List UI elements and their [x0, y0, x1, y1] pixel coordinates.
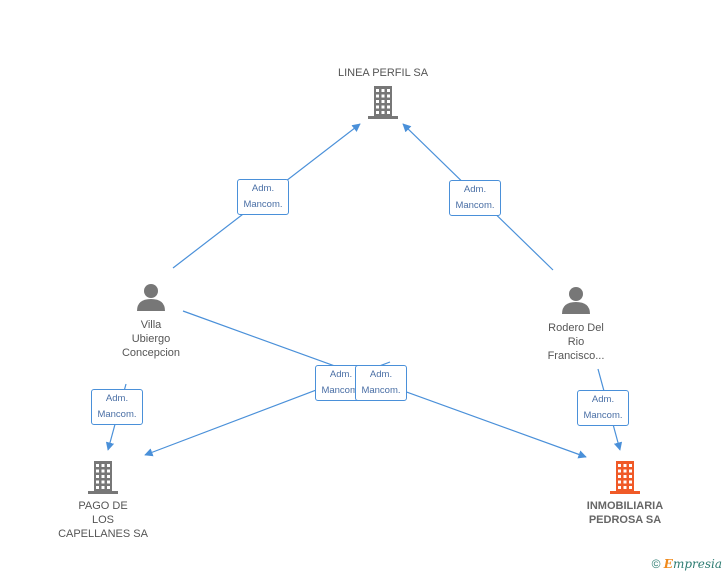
edge-label-rodero-inmobiliaria[interactable]: Adm. Mancom. — [577, 390, 629, 426]
node-label-line: LINEA PERFIL SA — [337, 67, 429, 79]
edge-label-line: Mancom. — [583, 410, 623, 421]
node-label-line: PAGO DE — [78, 500, 128, 512]
edge-label-line: Adm. — [329, 369, 353, 380]
footer-brand: © Empresia — [652, 557, 722, 571]
building-icon[interactable] — [610, 461, 640, 494]
edge-label-villa-pago[interactable]: Adm. Mancom. — [91, 389, 143, 425]
person-icon[interactable] — [562, 287, 590, 314]
building-icon[interactable] — [368, 86, 398, 119]
edge-label-villa-linea[interactable]: Adm. Mancom. — [237, 179, 289, 215]
node-label-line: LOS — [91, 514, 114, 526]
person-icon[interactable] — [137, 284, 165, 311]
edge-label-line: Mancom. — [243, 199, 283, 210]
edge-label-line: Mancom. — [455, 200, 495, 211]
node-label-line: Villa — [140, 319, 162, 331]
node-label-line: Francisco... — [547, 350, 605, 362]
brand-logo: Empresia — [663, 557, 722, 571]
node-label-line: PEDROSA SA — [588, 514, 662, 526]
edge-label-line: Adm. — [105, 393, 129, 404]
node-label-line: Ubiergo — [131, 333, 171, 345]
node-label-line: Concepcion — [121, 347, 181, 359]
edge-label-line: Mancom. — [321, 385, 361, 396]
node-label-line: INMOBILIARIA — [586, 500, 664, 512]
edge-label-line: Adm. — [463, 184, 487, 195]
edge-label-rodero-linea[interactable]: Adm. Mancom. — [449, 180, 501, 216]
node-label-line: Rodero Del — [548, 322, 604, 334]
copyright-symbol: © — [651, 557, 661, 571]
node-label-pago[interactable]: PAGO DE LOS CAPELLANES SA — [48, 499, 158, 541]
node-label-line: CAPELLANES SA — [58, 528, 148, 540]
building-icon[interactable] — [88, 461, 118, 494]
edge-label-rodero-pago[interactable]: Adm. Mancom. — [355, 365, 407, 401]
edge-label-line: Adm. — [591, 394, 615, 405]
edge-label-line: Adm. — [369, 369, 393, 380]
edge-label-line: Adm. — [251, 183, 275, 194]
edge-label-line: Mancom. — [361, 385, 401, 396]
edge-label-line: Mancom. — [97, 409, 137, 420]
node-label-linea[interactable]: LINEA PERFIL SA — [323, 66, 443, 80]
node-label-inmobiliaria[interactable]: INMOBILIARIA PEDROSA SA — [570, 499, 680, 527]
node-label-line: Rio — [567, 336, 585, 348]
